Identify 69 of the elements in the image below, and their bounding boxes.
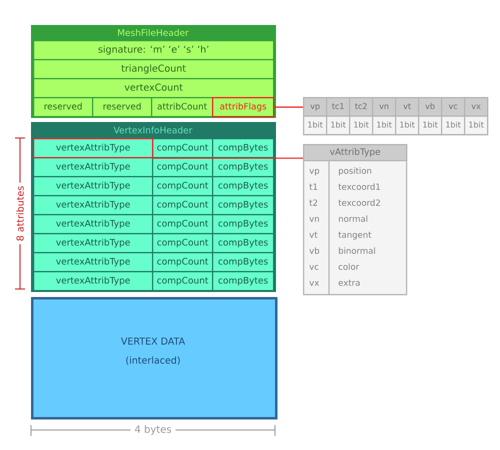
header-cell: vn (372, 97, 396, 117)
table-cell: 1bit (349, 116, 374, 136)
header-cell: vp (303, 97, 328, 117)
type-name: extra (338, 280, 360, 286)
type-name: binormal (338, 247, 375, 254)
connector-line (153, 158, 303, 159)
header-cell: vb (418, 97, 442, 117)
field-cell: compCount (152, 233, 214, 254)
type-name: texcoord1 (338, 183, 380, 190)
field-cell: signature: ‘m’ ‘e’ ‘s’ ‘h’ (33, 40, 274, 60)
field-cell: compCount (152, 138, 214, 158)
field-cell: vertexAttribType (33, 157, 154, 178)
field-cell: compBytes (212, 252, 274, 272)
table-cell: 1bit (418, 116, 442, 136)
type-code: t2 (309, 199, 318, 206)
field-cell: compCount (152, 271, 214, 292)
table-cell: 1bit (395, 116, 420, 136)
field-cell: compBytes (212, 233, 274, 254)
flags-table (303, 97, 488, 136)
type-code: vt (309, 232, 318, 238)
header-cell: tc2 (349, 97, 374, 117)
type-name: color (338, 263, 360, 270)
type-table (303, 144, 408, 296)
table-cell: 1bit (326, 116, 350, 136)
table-cell: 1bit (372, 116, 396, 136)
data-block: VERTEX DATA (interlaced) (31, 297, 278, 420)
type-code: vb (309, 247, 320, 254)
field-cell: compBytes (212, 176, 274, 196)
field-cell: reserved (33, 97, 94, 118)
field-cell: vertexAttribType (33, 138, 154, 158)
field-cell: attribFlags (212, 97, 274, 118)
field-cell: reserved (92, 97, 152, 118)
header-cell: vx (464, 97, 488, 117)
table-cell: 1bit (464, 116, 488, 136)
table-header: vAttribType (303, 144, 408, 162)
type-code: t1 (309, 184, 318, 190)
header-cell: tc1 (326, 97, 350, 117)
field-cell: compBytes (212, 271, 274, 292)
field-cell: compCount (152, 252, 214, 272)
field-cell: vertexAttribType (33, 195, 154, 216)
type-name: tangent (338, 232, 372, 240)
field-cell: attribCount (151, 97, 214, 118)
type-name: position (338, 167, 372, 176)
type-code: vc (309, 265, 318, 270)
type-name: normal (338, 215, 368, 222)
field-cell: vertexAttribType (33, 176, 154, 196)
field-cell: vertexAttribType (33, 214, 154, 234)
field-cell: vertexAttribType (33, 252, 154, 272)
field-cell: compBytes (212, 214, 274, 234)
type-code: vp (309, 169, 320, 176)
field-cell: compCount (152, 176, 214, 196)
field-cell: compBytes (212, 195, 274, 216)
type-name: texcoord2 (338, 199, 380, 206)
field-cell: triangleCount (33, 59, 274, 80)
table-cell: 1bit (441, 116, 466, 136)
type-code: vn (309, 217, 319, 222)
field-cell: compBytes (212, 157, 274, 178)
connector-line (274, 106, 303, 108)
field-cell: compCount (152, 157, 214, 178)
field-cell: vertexAttribType (33, 233, 154, 254)
field-cell: compBytes (212, 138, 274, 158)
table-cell: 1bit (303, 116, 328, 136)
type-code: vx (309, 281, 319, 286)
field-cell: compCount (152, 214, 214, 234)
header-cell: vt (395, 97, 420, 117)
header-cell: vc (441, 97, 466, 117)
bracket-label: 8 attributes (16, 186, 24, 241)
field-cell: compCount (152, 195, 214, 216)
field-cell: vertexAttribType (33, 271, 154, 292)
